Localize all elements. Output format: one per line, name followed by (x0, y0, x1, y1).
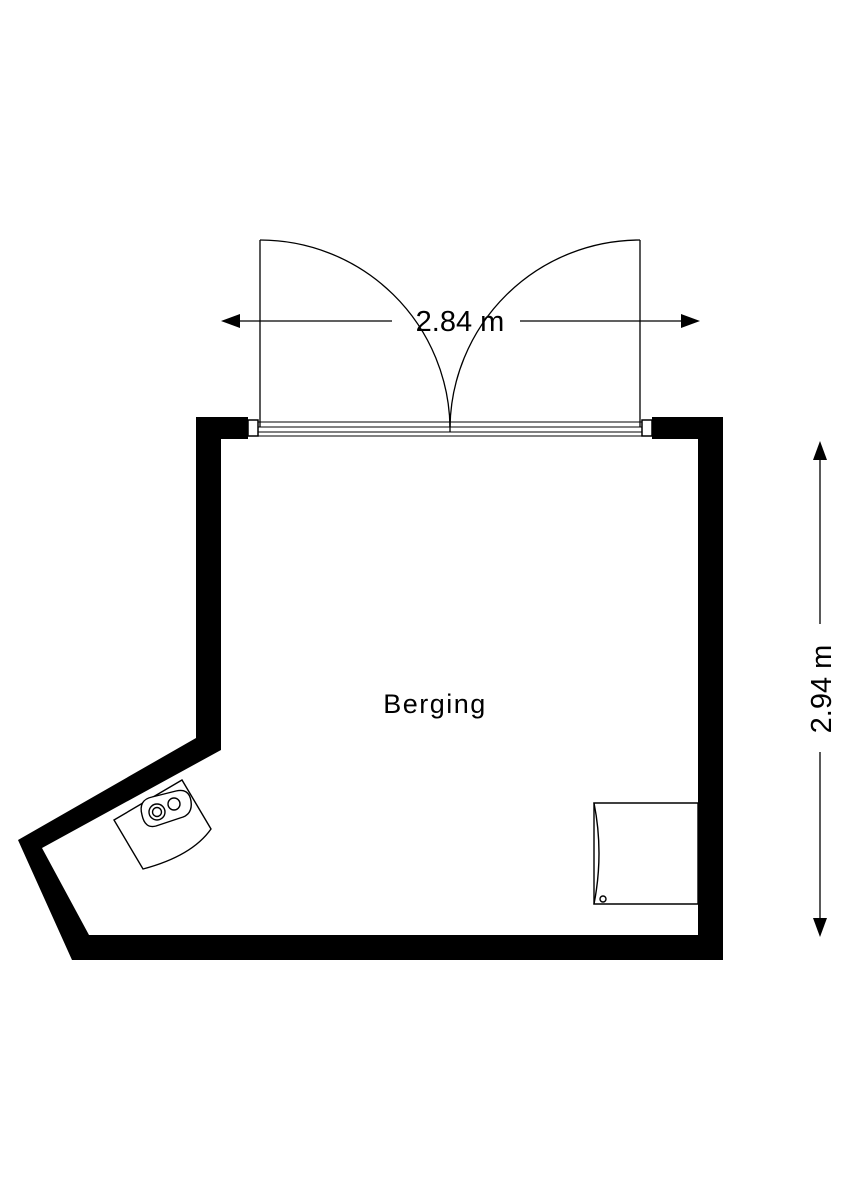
width-dimension: 2.84 m (221, 306, 700, 338)
walls (18, 417, 723, 960)
room-label: Berging (383, 689, 487, 719)
arrow-up-icon (813, 441, 827, 460)
arrow-right-icon (681, 314, 700, 328)
arrow-left-icon (221, 314, 240, 328)
arrow-down-icon (813, 918, 827, 937)
depth-dimension: 2.94 m (806, 441, 838, 937)
left-jamb (247, 419, 259, 437)
double-door-icon (259, 239, 641, 432)
appliance-icon (593, 802, 699, 905)
depth-label: 2.94 m (806, 645, 838, 734)
width-label: 2.84 m (416, 306, 505, 338)
right-jamb (641, 419, 653, 437)
wash-basin-icon (113, 779, 212, 870)
